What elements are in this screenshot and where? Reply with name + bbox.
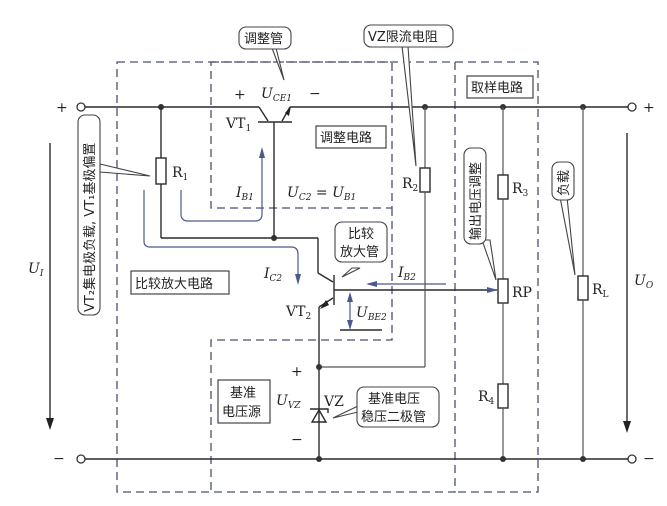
vt1-emitter-arrow [285,106,291,116]
callout-zener: 基准电压 稳压二极管 [332,386,440,428]
uce1-minus: − [309,86,321,102]
reference-source-label-2: 电压源 [222,405,261,420]
uo-voltage-arrow: UO [623,133,654,433]
resistor-r4 [497,383,509,409]
compare-inner-region [210,208,393,492]
rp-label: RP [512,285,532,301]
resistor-r2 [419,167,431,193]
junction-vz-top [316,364,322,370]
sampling-chain: R3 RP R4 [478,104,532,462]
ic2-current-arrow: IC2 [143,190,301,285]
uc2-equals-ub1-label: UC2 = UB1 [287,185,356,203]
uvz-label: UVZ [276,393,301,411]
rp-wiper-arrow [487,287,498,293]
load-branch: RL [577,104,609,462]
callout-vz-limit-resistor-text: VZ限流电阻 [368,30,438,45]
callout-zener-text-2: 稳压二极管 [361,409,426,425]
junction-r4-bottom [500,456,506,462]
input-plus-label: + [56,100,68,116]
output-minus-label: − [643,451,655,467]
adjust-circuit-box: 调整电路 [315,125,387,149]
r1-branch: R1 [155,104,318,241]
potentiometer-rp[interactable] [497,278,509,304]
input-minus-terminal [76,454,86,464]
callout-compare-amp-text-1: 比较 [348,227,374,242]
callout-vz-limit-resistor: VZ限流电阻 [363,24,454,167]
ib1-label: IB1 [235,185,254,203]
rl-label: RL [592,282,609,300]
sampling-region [455,61,539,493]
uce1-label: UCE1 [261,86,292,104]
callout-load: 负载 [551,161,576,276]
resistor-r1 [155,157,167,185]
resistor-r3 [497,174,509,200]
callout-compare-amp-tube: 比较 放大管 [334,221,388,278]
r2-branch: R2 [316,104,431,370]
compare-amp-circuit-box: 比较放大电路 [130,270,230,295]
ube2-label: UBE2 [356,305,387,323]
callout-r1-role-text: VT₂集电极负载, VT₁基极偏置 [82,143,98,312]
transistor-vt2: VT2 [285,238,335,459]
callout-compare-amp-text-2: 放大管 [340,245,379,260]
uo-label: UO [634,273,654,291]
vt2-emitter-arrow [320,300,329,309]
reference-source-label-1: 基准 [230,386,256,401]
ui-arrowhead [46,418,54,430]
uvz-minus: − [291,432,303,448]
junction-vz-bottom [316,456,322,462]
uce1-plus: + [234,87,246,103]
zener-bar [310,408,329,413]
vz-label: VZ [323,394,344,410]
adjust-circuit-label: 调整电路 [320,130,372,146]
ube2-voltage-indicator: UBE2 [340,292,387,331]
transistor-vt1: VT1 [225,106,292,238]
zener-triangle [310,408,328,423]
uvz-plus: + [291,364,303,380]
r3-label: R3 [512,181,529,199]
ui-label: UI [28,261,44,279]
vt2-label: VT2 [285,304,311,322]
callout-zener-text-1: 基准电压 [368,392,420,407]
r2-label: R2 [402,176,418,194]
callout-output-voltage-adjust: 输出电压调整 [463,147,497,281]
input-plus-terminal [76,102,86,112]
ui-voltage-arrow: UI [28,143,54,430]
sampling-circuit-label: 取样电路 [471,80,523,96]
sampling-circuit-box: 取样电路 [466,75,534,99]
reference-source-box: 基准 电压源 [217,379,271,424]
output-plus-label: + [643,100,655,116]
resistor-rl [577,275,589,301]
uo-arrowhead [623,421,631,433]
ic2-label: IC2 [263,266,282,284]
callout-adjust-tube: 调整管 [238,26,292,81]
ib2-label: IB2 [397,265,416,283]
callout-r1-role: VT₂集电极负载, VT₁基极偏置 [77,114,151,316]
callout-adjust-tube-text: 调整管 [244,32,283,47]
rails [83,106,630,460]
ib2-current-arrow: IB2 [366,265,446,287]
input-minus-label: − [53,451,65,467]
output-plus-terminal [627,102,637,112]
callout-output-voltage-adjust-text: 输出电压调整 [468,162,484,240]
ib1-current-arrow: IB1 [180,147,265,222]
zener-diode-vz: VZ [310,394,344,462]
junction-rl-bottom [580,456,586,462]
r1-label: R1 [172,165,188,183]
region-boundaries [116,61,539,493]
output-minus-terminal [627,454,637,464]
callout-load-text: 负载 [557,170,572,196]
compare-amp-circuit-label: 比较放大电路 [135,276,213,292]
vt1-label: VT1 [225,116,251,134]
r4-label: R4 [478,389,495,407]
